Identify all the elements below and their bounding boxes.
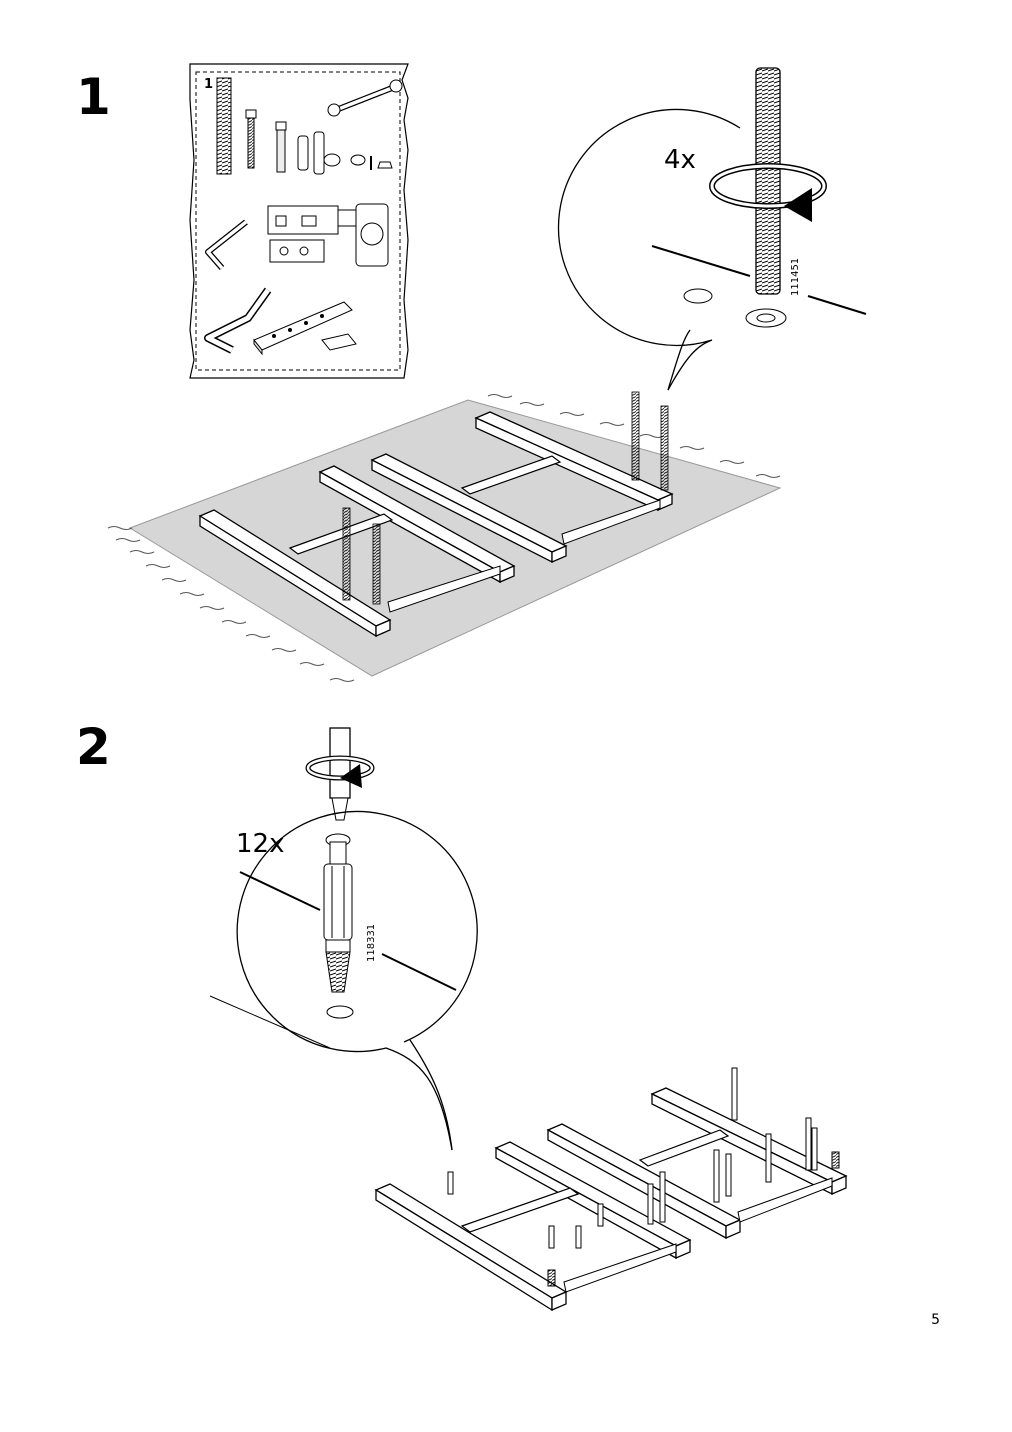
part-code: 118331 xyxy=(366,924,377,962)
page-number: 5 xyxy=(931,1312,940,1328)
wrench-icon xyxy=(327,79,403,117)
threaded-rod-icon xyxy=(660,405,669,491)
threaded-rod-icon xyxy=(216,77,232,175)
dowel-icon xyxy=(275,121,287,173)
frame-left-step2 xyxy=(374,1141,692,1312)
screwdriver-icon xyxy=(305,727,375,821)
quantity-label: 12x xyxy=(236,829,284,859)
frame-right xyxy=(370,391,674,564)
plug-icon xyxy=(297,131,325,175)
panel-label: 1 xyxy=(204,77,213,92)
quantity-label: 4x xyxy=(664,145,696,175)
hinge-icon xyxy=(267,203,389,267)
rail-icon xyxy=(253,301,353,356)
step-number-2: 2 xyxy=(76,718,111,776)
threaded-rod-icon xyxy=(631,391,640,481)
detail-callout-step2: 12x 118331 xyxy=(209,810,478,1151)
frame-left xyxy=(198,465,516,638)
frame-right-step2 xyxy=(546,1087,848,1240)
cam-bolt-pins xyxy=(447,1067,840,1287)
threaded-rod-icon xyxy=(755,67,781,295)
cam-bolt-icon xyxy=(323,833,353,993)
threaded-rod-icon xyxy=(372,523,381,605)
rotate-arrow-icon xyxy=(709,163,827,222)
part-code: 111451 xyxy=(790,258,801,296)
screw-icon xyxy=(245,109,257,169)
threaded-rod-icon xyxy=(342,507,351,601)
detail-callout-step1: 4x 111451 xyxy=(557,67,867,391)
cam-lock-icon xyxy=(323,153,393,170)
clip-icon xyxy=(321,333,357,351)
step-number-1: 1 xyxy=(76,68,111,126)
rotate-arrow-icon xyxy=(340,764,362,788)
hardware-bag-panel: 1 xyxy=(189,63,409,379)
